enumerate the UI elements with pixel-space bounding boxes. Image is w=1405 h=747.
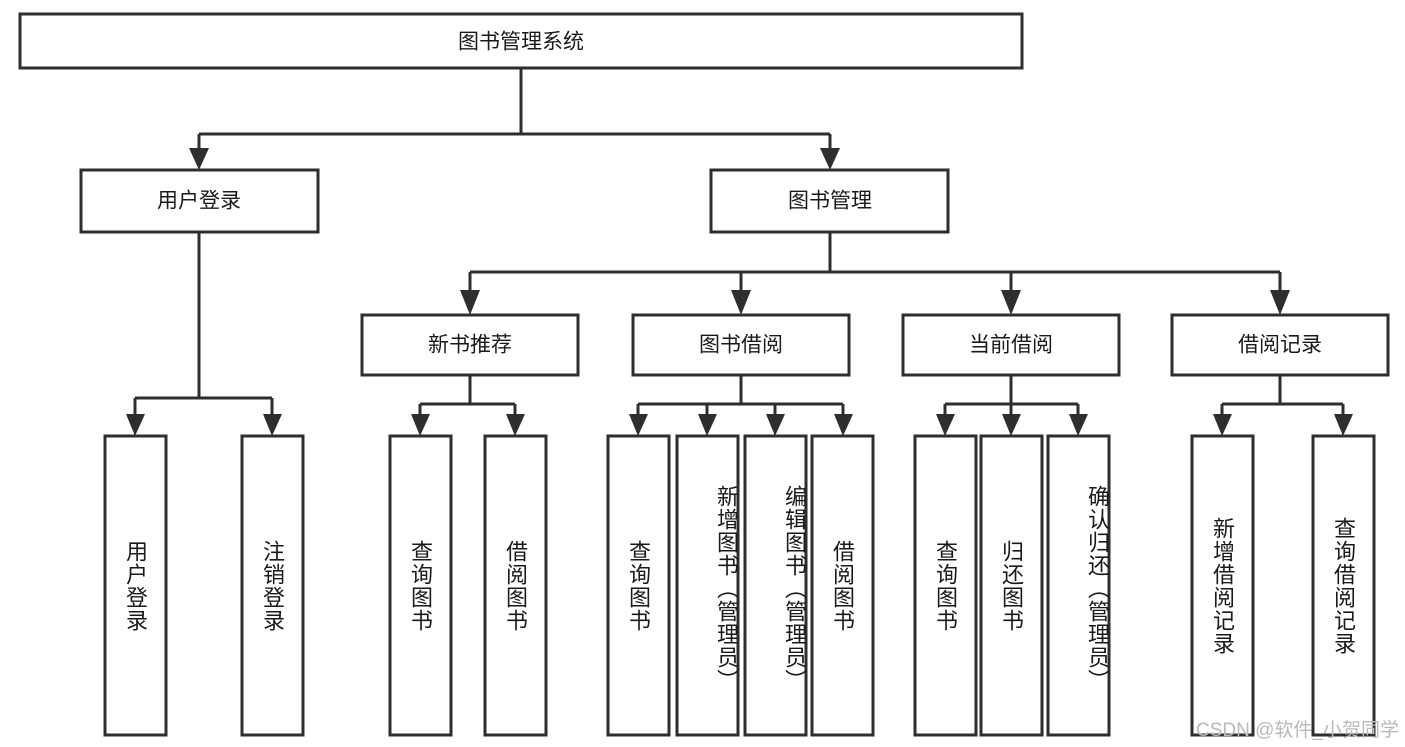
node-book-manage[interactable]: 图书管理 xyxy=(709,168,950,234)
node-book-manage-label: 图书管理 xyxy=(788,190,872,213)
node-root[interactable]: 图书管理系统 xyxy=(18,12,1024,70)
arrow-to-leaf-add-record xyxy=(1213,414,1232,436)
arrow-to-user-login xyxy=(189,148,209,170)
csdn-watermark: CSDN @软件_小贺同学 xyxy=(1196,720,1399,741)
arrow-to-leaf-query-book-cur xyxy=(936,414,955,436)
node-leaf-add-book-label: 新增图书（管理员） xyxy=(714,485,739,692)
node-leaf-user-login-label: 用户登录 xyxy=(123,539,149,632)
node-borrow-record-label: 借阅记录 xyxy=(1238,334,1322,357)
node-leaf-confirm-return-label: 确认归还（管理员） xyxy=(1085,485,1110,692)
node-leaf-user-login-box[interactable] xyxy=(103,434,168,737)
node-root-box[interactable] xyxy=(18,12,1024,70)
node-book-borrow-box[interactable] xyxy=(631,313,851,377)
node-current-borrow[interactable]: 当前借阅 xyxy=(901,313,1121,377)
arrow-to-current-borrow xyxy=(1001,290,1021,315)
node-leaf-borrow-book-rec-label: 借阅图书 xyxy=(503,539,529,632)
node-book-borrow[interactable]: 图书借阅 xyxy=(631,313,851,377)
arrow-to-leaf-borrow-book-rec xyxy=(506,414,525,436)
edge-book-borrow-trunk xyxy=(636,375,845,416)
node-leaf-borrow-book-label: 借阅图书 xyxy=(830,539,856,632)
edge-user-login-trunk xyxy=(133,232,274,416)
node-new-book-rec-label: 新书推荐 xyxy=(428,334,512,357)
connectors-layer xyxy=(126,68,1353,436)
node-leaf-borrow-book-rec-box[interactable] xyxy=(483,434,548,737)
edge-current-borrow-trunk xyxy=(943,375,1080,416)
edge-book-manage-trunk xyxy=(468,232,1282,292)
node-leaf-query-book-cur-label: 查询图书 xyxy=(933,539,959,632)
arrow-to-book-borrow xyxy=(731,290,751,315)
arrow-to-leaf-query-record xyxy=(1334,414,1353,436)
node-leaf-add-record-box[interactable] xyxy=(1190,434,1255,737)
node-leaf-logout-label: 注销登录 xyxy=(260,539,286,632)
node-current-borrow-label: 当前借阅 xyxy=(969,334,1053,357)
node-leaf-query-book-rec-label: 查询图书 xyxy=(408,539,434,632)
edge-borrow-record-trunk xyxy=(1220,375,1345,416)
arrow-to-leaf-edit-book xyxy=(766,414,785,436)
node-current-borrow-box[interactable] xyxy=(901,313,1121,377)
node-book-borrow-label: 图书借阅 xyxy=(699,334,783,357)
arrow-to-book-manage xyxy=(820,148,840,170)
node-leaf-query-record-box[interactable] xyxy=(1311,434,1376,737)
node-root-label: 图书管理系统 xyxy=(458,31,584,54)
node-leaf-add-record-label: 新增借阅记录 xyxy=(1210,516,1236,655)
node-leaf-query-book-borrow-label: 查询图书 xyxy=(626,539,652,632)
arrow-to-new-book-rec xyxy=(460,290,480,315)
node-leaf-add-book-box[interactable] xyxy=(675,434,740,737)
arrow-to-leaf-borrow-book xyxy=(834,414,853,436)
edge-new-book-rec-trunk xyxy=(418,375,517,416)
leaf-boxes-layer xyxy=(103,434,1376,737)
arrow-to-leaf-confirm-return xyxy=(1069,414,1088,436)
node-borrow-record[interactable]: 借阅记录 xyxy=(1170,313,1390,377)
node-user-login-label: 用户登录 xyxy=(157,190,241,213)
arrow-to-leaf-add-book xyxy=(698,414,717,436)
node-leaf-return-book-box[interactable] xyxy=(979,434,1044,737)
arrow-to-leaf-query-book-rec xyxy=(411,414,430,436)
node-leaf-edit-book-box[interactable] xyxy=(743,434,808,737)
arrow-to-leaf-query-book-borrow xyxy=(629,414,648,436)
node-leaf-return-book-label: 归还图书 xyxy=(999,539,1025,632)
node-user-login-box[interactable] xyxy=(79,168,320,234)
arrow-to-leaf-logout xyxy=(263,414,282,436)
arrow-to-leaf-user-login xyxy=(126,414,145,436)
node-new-book-rec-box[interactable] xyxy=(360,313,580,377)
edge-root-trunk xyxy=(197,68,832,150)
node-book-manage-box[interactable] xyxy=(709,168,950,234)
arrow-to-leaf-return-book xyxy=(1002,414,1021,436)
node-leaf-logout-box[interactable] xyxy=(240,434,305,737)
node-leaf-confirm-return-box[interactable] xyxy=(1046,434,1111,737)
node-leaf-edit-book-label: 编辑图书（管理员） xyxy=(782,485,807,692)
arrow-to-borrow-record xyxy=(1270,290,1290,315)
node-leaf-borrow-book-box[interactable] xyxy=(810,434,875,737)
node-new-book-rec[interactable]: 新书推荐 xyxy=(360,313,580,377)
node-borrow-record-box[interactable] xyxy=(1170,313,1390,377)
node-leaf-query-record-label: 查询借阅记录 xyxy=(1331,516,1357,655)
node-leaf-query-book-rec-box[interactable] xyxy=(388,434,453,737)
node-leaf-query-book-cur-box[interactable] xyxy=(913,434,978,737)
node-user-login[interactable]: 用户登录 xyxy=(79,168,320,234)
node-leaf-query-book-borrow-box[interactable] xyxy=(606,434,671,737)
